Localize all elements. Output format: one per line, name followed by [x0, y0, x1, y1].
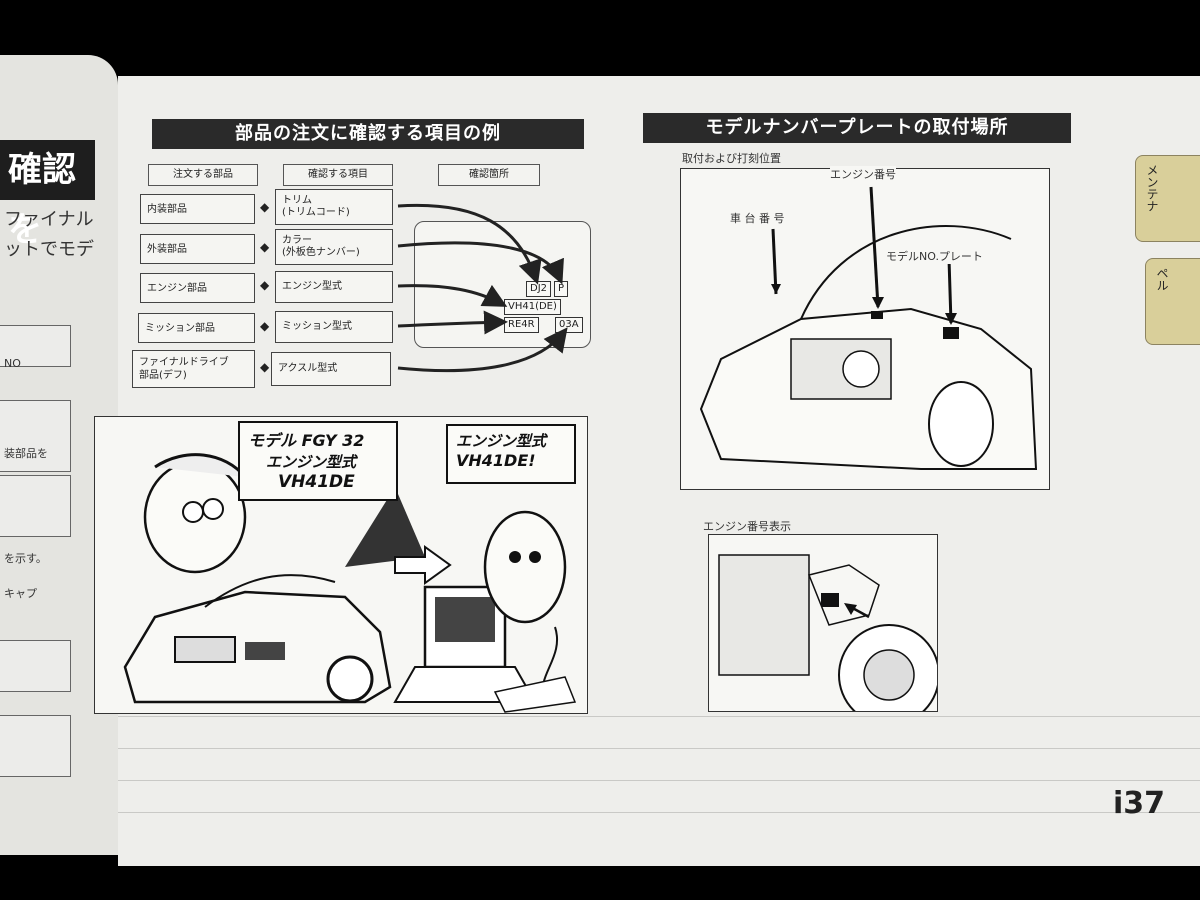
part-box: 外装部品	[140, 234, 255, 264]
index-tab[interactable]: ペル	[1145, 258, 1200, 345]
mounting-position-caption: 取付および打刻位置	[682, 152, 781, 165]
engine-number-drawing	[718, 554, 937, 711]
previous-page-header: 確認を	[0, 140, 95, 250]
model-plate-section-title: モデルナンバープレートの取付場所	[643, 113, 1071, 143]
item-box: アクスル型式	[271, 352, 391, 386]
previous-page-box	[0, 325, 71, 367]
previous-page-box-text: を示す。	[4, 552, 47, 565]
bubble-line: VH41DE	[278, 472, 355, 492]
bubble-line: モデル FGY 32	[248, 431, 365, 450]
column-header-item: 確認する項目	[283, 164, 393, 186]
index-tab[interactable]: メンテナ	[1135, 155, 1200, 242]
speech-bubble-operator: エンジン型式 VH41DE!	[446, 424, 576, 484]
part-box: エンジン部品	[140, 273, 255, 303]
index-tab-label: ペル	[1155, 267, 1169, 291]
page-number: i37	[1113, 786, 1166, 821]
previous-page-box-text: キャプ	[4, 587, 37, 600]
cartoon-drawing	[123, 453, 577, 713]
index-tab-label: メンテナ	[1145, 164, 1159, 212]
previous-page-box-text: 装部品を	[4, 447, 48, 460]
previous-page-line: ットでモデ	[4, 239, 94, 260]
part-box: ファイナルドライブ 部品(デフ)	[132, 350, 255, 388]
link-diamond-icon: ◆	[260, 278, 270, 292]
previous-page-box	[0, 475, 71, 537]
item-box: エンジン型式	[275, 271, 393, 303]
previous-page-box	[0, 715, 71, 777]
engine-bay-diagram	[680, 168, 1050, 490]
item-box: トリム (トリムコード)	[275, 189, 393, 225]
column-header-part: 注文する部品	[148, 164, 258, 186]
manual-page: 部品の注文に確認する項目の例 注文する部品 確認する項目 確認箇所 内装部品 ◆…	[94, 76, 1200, 866]
column-header-location: 確認箇所	[438, 164, 540, 186]
part-box: ミッション部品	[138, 313, 255, 343]
bubble-line: エンジン型式	[456, 432, 547, 450]
engine-number-diagram	[708, 534, 938, 712]
link-diamond-icon: ◆	[260, 200, 270, 214]
link-diamond-icon: ◆	[260, 240, 270, 254]
item-box: ミッション型式	[275, 311, 393, 343]
link-diamond-icon: ◆	[260, 360, 270, 374]
previous-page-box	[0, 400, 71, 472]
engine-number-display-caption: エンジン番号表示	[703, 520, 791, 533]
previous-page-box-text: NO	[4, 357, 21, 370]
speech-bubble-mechanic: モデル FGY 32 エンジン型式 VH41DE	[238, 421, 398, 501]
item-box: カラー (外板色ナンバー)	[275, 229, 393, 265]
plate-code: VH41(DE)	[504, 299, 561, 315]
part-box: 内装部品	[140, 194, 255, 224]
plate-code: P	[554, 281, 569, 297]
bubble-line: VH41DE!	[456, 451, 536, 470]
engine-bay-drawing	[699, 186, 1038, 470]
previous-page-line: ファイナル	[4, 209, 94, 230]
bubble-line: エンジン型式	[266, 453, 357, 471]
parts-order-section-title: 部品の注文に確認する項目の例	[152, 119, 584, 149]
previous-page-box	[0, 640, 71, 692]
chassis-number-label: 車 台 番 号	[730, 210, 785, 226]
link-diamond-icon: ◆	[260, 319, 270, 333]
connector-arrows	[397, 203, 568, 373]
engine-number-label: エンジン番号	[830, 166, 896, 182]
model-plate-label: モデルNO.プレート	[886, 248, 983, 264]
